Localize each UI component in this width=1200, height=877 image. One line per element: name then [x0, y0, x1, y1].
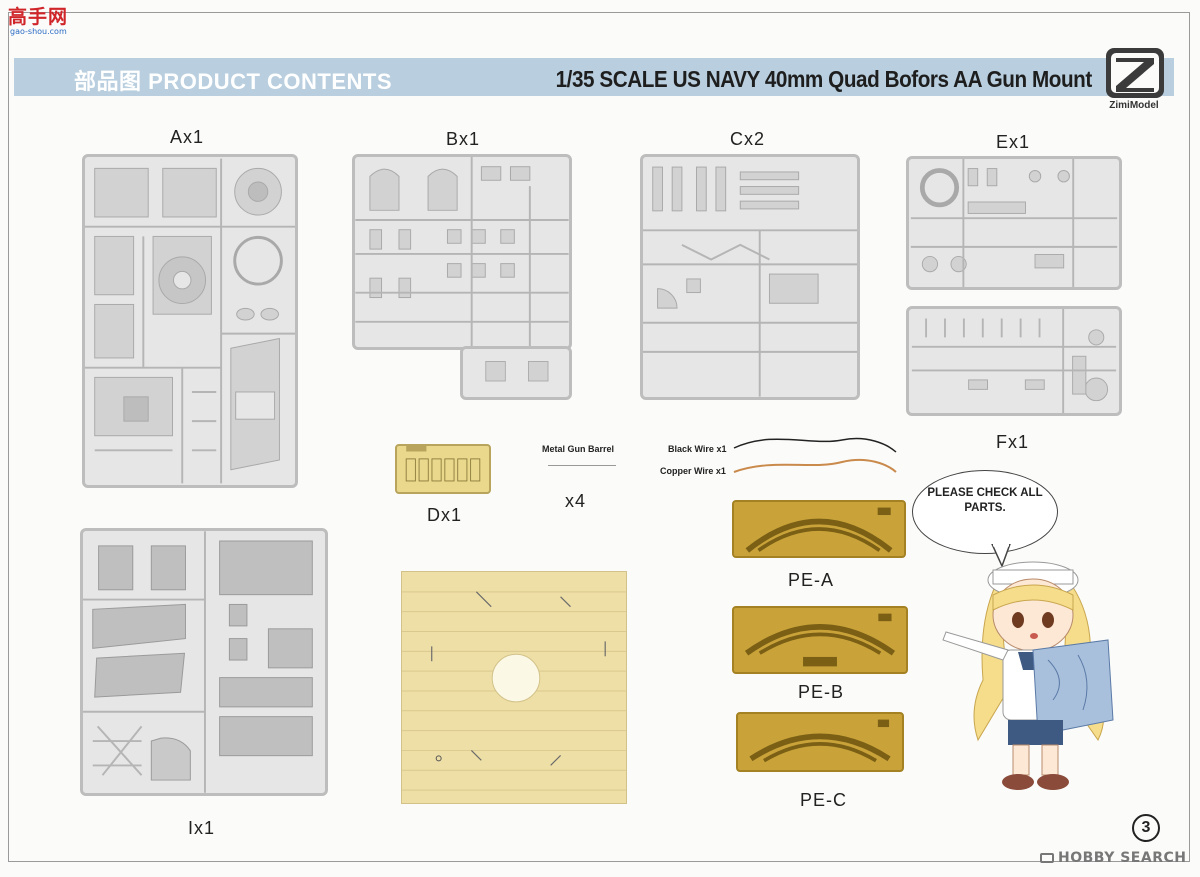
- sprue-e-parts: [910, 159, 1118, 287]
- product-title: 1/35 SCALE US NAVY 40mm Quad Bofors AA G…: [555, 66, 1093, 92]
- base-plate: [401, 571, 627, 804]
- sprue-i-parts: [83, 531, 313, 793]
- sprue-b-extension-parts: [485, 361, 549, 382]
- sprue-e: [906, 156, 1122, 290]
- site-logo-sub: gao-shou.com: [10, 27, 67, 36]
- brand-name: ZimiModel: [1109, 100, 1159, 111]
- brand-logo-icon: [1106, 48, 1164, 98]
- pe-a-fret: [732, 500, 906, 558]
- black-wire-label: Black Wire x1: [668, 444, 727, 454]
- mascot-girl-icon: [942, 561, 1114, 790]
- copper-wire-label: Copper Wire x1: [660, 466, 726, 476]
- sprue-a: [82, 154, 298, 488]
- sprue-c-label: Cx2: [730, 129, 766, 149]
- sprue-f-parts: [911, 309, 1117, 413]
- sprue-b-extension: [460, 346, 572, 400]
- pe-b-label: PE-B: [798, 682, 845, 702]
- pe-a-parts: [745, 507, 893, 553]
- metal-barrel-line: [548, 465, 616, 466]
- pe-c-fret: [736, 712, 904, 772]
- page-number: 3: [1132, 814, 1160, 842]
- page-title: 部品图 PRODUCT CONTENTS: [74, 64, 392, 96]
- sprue-d: [395, 444, 491, 494]
- sprue-f-label: Fx1: [996, 432, 1030, 452]
- sprue-b-parts: [355, 157, 569, 347]
- sprue-d-label: Dx1: [427, 505, 463, 525]
- pe-a-label: PE-A: [788, 570, 835, 590]
- copper-wire: [733, 458, 897, 473]
- sprue-f: [906, 306, 1122, 416]
- header-banner: 部品图 PRODUCT CONTENTS 1/35 SCALE US NAVY …: [14, 58, 1174, 96]
- site-logo: 高手网 gao-shou.com: [4, 2, 74, 38]
- sprue-b: [352, 154, 572, 350]
- sprue-c: [640, 154, 860, 400]
- sprue-i-label: Ix1: [188, 818, 216, 838]
- sprue-b-label: Bx1: [446, 129, 481, 149]
- sprue-a-parts: [85, 158, 295, 484]
- speech-text: PLEASE CHECK ALL PARTS.: [927, 487, 1043, 514]
- sprue-e-label: Ex1: [996, 132, 1031, 152]
- sprue-i: [80, 528, 328, 796]
- metal-barrel-label: Metal Gun Barrel: [542, 444, 615, 454]
- base-plate-parts: [402, 591, 626, 791]
- page-frame: [8, 12, 1190, 862]
- pe-c-parts: [749, 719, 891, 763]
- watermark: HOBBY SEARCH: [1040, 850, 1186, 866]
- sprue-d-parts: [405, 446, 481, 482]
- pe-b-parts: [744, 613, 896, 667]
- page-title-cn: 部品图: [74, 69, 142, 94]
- metal-barrel-qty: x4: [565, 491, 587, 511]
- sprue-c-parts: [643, 166, 857, 397]
- pe-b-fret: [732, 606, 908, 674]
- page-title-en: PRODUCT CONTENTS: [148, 69, 393, 94]
- pe-c-label: PE-C: [800, 790, 848, 810]
- speech-bubble-tail: [991, 544, 1011, 568]
- watermark-text: HOBBY SEARCH: [1058, 850, 1187, 866]
- site-logo-main: 高手网: [8, 6, 69, 28]
- sprue-a-label: Ax1: [170, 127, 205, 147]
- black-wire: [733, 437, 897, 453]
- camera-icon: [1040, 853, 1054, 863]
- speech-bubble: [912, 470, 1058, 554]
- wires-illustration: [733, 437, 897, 473]
